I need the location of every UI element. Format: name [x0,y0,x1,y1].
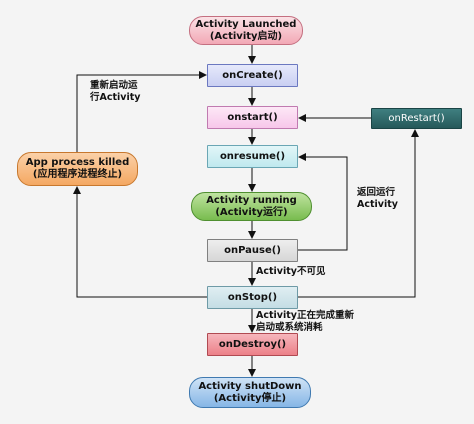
activity-running-label: Activity running [206,194,297,206]
arrow-killed-to-oncreate [76,71,207,152]
activity-launched-label: Activity Launched [195,18,297,30]
ondestroy-label: onDestroy() [218,338,287,350]
onstop-label: onStop() [227,291,278,303]
restart-activity-annotation: 重新启动运 行Activity [90,80,170,104]
app-process-killed-label: App process killed [25,157,130,168]
ondestroy-node: onDestroy() [207,333,298,356]
return-activity-line2: Activity [357,199,398,210]
return-activity-line1: 返回运行 [357,187,396,198]
app-process-killed-sublabel: (应用程序进程终止) [32,169,123,180]
activity-shutdown-node: Activity shutDown (Activity停止) [189,377,311,408]
arrow-onstop-to-killed [73,186,207,298]
onresume-node: onresume() [207,145,298,168]
onstart-label: onstart() [227,111,278,123]
restart-activity-line1: 重新启动运 [90,80,138,91]
onresume-label: onresume() [219,150,286,162]
arrow-onpause-to-onresume [298,153,348,251]
activity-shutdown-sublabel: (Activity停止) [213,392,287,404]
onrestart-label: onRestart() [388,112,445,124]
activity-finishing-line2: 启动或系统消耗 [256,322,323,333]
onpause-label: onPause() [224,244,281,256]
return-activity-annotation: 返回运行 Activity [357,187,417,211]
activity-launched-sublabel: (Activity启动) [209,30,283,42]
activity-launched-node: Activity Launched (Activity启动) [189,16,303,45]
onstop-node: onStop() [207,286,298,309]
activity-running-sublabel: (Activity运行) [215,206,288,218]
onrestart-node: onRestart() [371,108,462,129]
activity-finishing-annotation: Activity正在完成重新 启动或系统消耗 [256,310,356,334]
app-process-killed-node: App process killed (应用程序进程终止) [17,152,138,186]
arrow-onstop-to-onrestart [298,129,419,298]
activity-invisible-line1: Activity不可见 [256,266,326,277]
restart-activity-line2: 行Activity [90,92,141,103]
activity-shutdown-label: Activity shutDown [198,380,302,392]
oncreate-label: onCreate() [222,69,283,81]
onpause-node: onPause() [207,239,298,262]
activity-invisible-annotation: Activity不可见 [256,266,336,278]
activity-running-node: Activity running (Activity运行) [191,192,312,221]
activity-finishing-line1: Activity正在完成重新 [256,310,354,321]
oncreate-node: onCreate() [207,64,298,87]
onstart-node: onstart() [207,106,298,129]
